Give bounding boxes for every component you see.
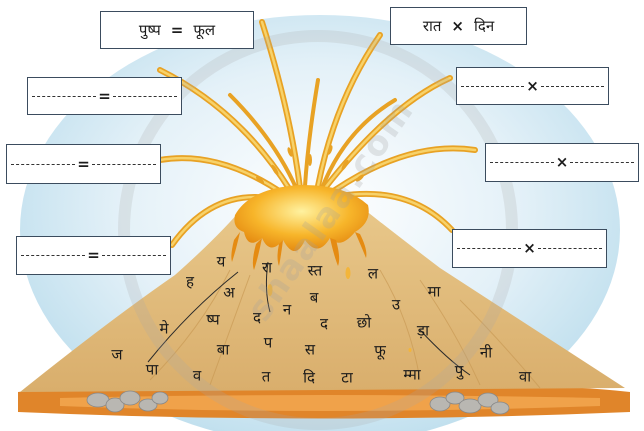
- letter: पा: [145, 360, 159, 379]
- letter: न: [282, 300, 292, 319]
- example-synonym-left: पुष्प: [138, 21, 161, 39]
- cross-symbol: ×: [526, 76, 539, 95]
- letter: फू: [374, 341, 386, 360]
- letter: दि: [303, 368, 315, 387]
- letter: त: [261, 367, 271, 386]
- synonym-blank-1[interactable]: =: [27, 77, 182, 115]
- letter: छो: [356, 313, 372, 332]
- letter: उ: [391, 295, 401, 314]
- letter: टा: [341, 368, 353, 387]
- letter: प: [263, 333, 273, 352]
- example-synonym-right: फूल: [193, 21, 216, 39]
- letter: वा: [518, 367, 532, 386]
- letter: ब: [309, 288, 319, 307]
- cross-symbol: ×: [555, 153, 569, 171]
- letter: ष्प: [206, 310, 220, 329]
- lava-spots: [267, 267, 412, 352]
- letter: रा: [261, 258, 273, 277]
- letter: बा: [216, 340, 230, 359]
- lava-drips: [231, 232, 367, 270]
- letter: व: [192, 366, 202, 385]
- example-antonym-right: दिन: [473, 17, 495, 35]
- mountain-texture: [149, 269, 541, 389]
- letter: ज: [111, 345, 123, 364]
- example-antonym-box: रात × दिन: [390, 7, 527, 45]
- equals-symbol: =: [87, 246, 100, 264]
- synonym-blank-3[interactable]: =: [16, 236, 171, 275]
- letter: स्त: [307, 261, 323, 280]
- letter: य: [216, 252, 226, 271]
- equals-symbol: =: [98, 86, 111, 105]
- letter: मे: [159, 319, 169, 338]
- connector-lines: [147, 261, 471, 376]
- letter: म्मा: [403, 365, 421, 384]
- letter: ल: [367, 264, 379, 283]
- letter: द: [320, 314, 328, 333]
- letter: नी: [479, 343, 493, 362]
- cross-symbol: ×: [523, 239, 536, 257]
- letter: ड़ा: [417, 321, 429, 340]
- synonym-blank-2[interactable]: =: [6, 144, 161, 184]
- letter: पु: [454, 361, 464, 380]
- crater-lava: [234, 184, 369, 251]
- lava-droplets: [255, 145, 365, 184]
- example-synonym-box: पुष्प = फूल: [100, 11, 254, 49]
- letter: अ: [223, 283, 235, 302]
- letter: स: [304, 340, 316, 359]
- mountain-body: [20, 195, 625, 392]
- equals-symbol: =: [170, 21, 184, 39]
- example-antonym-left: रात: [422, 17, 442, 35]
- antonym-blank-2[interactable]: ×: [485, 143, 639, 182]
- antonym-blank-3[interactable]: ×: [452, 229, 607, 268]
- equals-symbol: =: [77, 154, 90, 173]
- antonym-blank-1[interactable]: ×: [456, 67, 609, 105]
- cross-symbol: ×: [451, 17, 464, 35]
- letter: ह: [186, 272, 194, 291]
- letter: द: [253, 308, 261, 327]
- letter: मा: [427, 282, 441, 301]
- rocks: [86, 390, 510, 415]
